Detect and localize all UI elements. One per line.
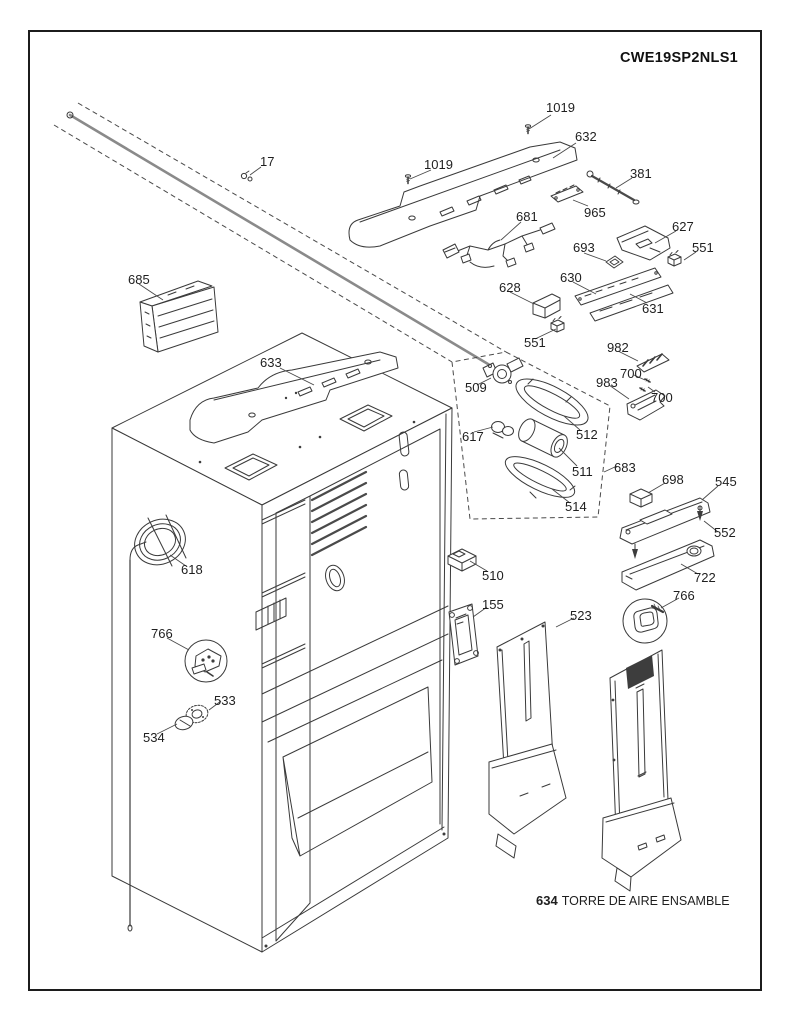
- callout-617: 617: [462, 429, 484, 444]
- callout-618: 618: [181, 562, 203, 577]
- arrow-552-markers: [632, 505, 703, 559]
- part-514-trough: [504, 456, 576, 499]
- callout-381: 381: [630, 166, 652, 181]
- tube-corridor-dashed-outline: [53, 102, 507, 369]
- callout-632: 632: [575, 129, 597, 144]
- cabinet-left-face: [111, 427, 263, 953]
- callout-631: 631: [642, 301, 664, 316]
- callout-628: 628: [499, 280, 521, 295]
- callout-700-upper: 700: [620, 366, 642, 381]
- part-511-drum: [518, 418, 568, 458]
- evaporator-ribs: [310, 470, 368, 557]
- callout-693: 693: [573, 240, 595, 255]
- callout-965: 965: [584, 205, 606, 220]
- callout-681: 681: [516, 209, 538, 224]
- part-632-bracket: [348, 141, 578, 248]
- callout-551-lower: 551: [524, 335, 546, 350]
- leader-lines: [138, 114, 719, 735]
- screw-1019-mid: [404, 173, 412, 185]
- part-509-fitting: [482, 357, 524, 384]
- part-631-cover: [589, 284, 674, 322]
- water-tube: [68, 113, 495, 369]
- callout-766-left: 766: [151, 626, 173, 641]
- callout-509: 509: [465, 380, 487, 395]
- callout-982: 982: [607, 340, 629, 355]
- part-698-box: [629, 488, 653, 508]
- cabinet-drawing: [111, 332, 453, 953]
- part-551-lower: [550, 316, 565, 333]
- air-tower-634-drawing: [601, 649, 682, 892]
- part-983-bracket: [626, 389, 666, 421]
- callout-630: 630: [560, 270, 582, 285]
- part-693-sensor: [605, 255, 624, 269]
- callout-627: 627: [672, 219, 694, 234]
- callout-685: 685: [128, 272, 150, 287]
- part-523-duct-panel: [488, 621, 567, 859]
- part-722-cover: [621, 539, 715, 591]
- callout-683: 683: [614, 460, 636, 475]
- part-628-bracket: [532, 293, 561, 319]
- callout-512: 512: [576, 427, 598, 442]
- callout-766-right: 766: [673, 588, 695, 603]
- callout-523: 523: [570, 608, 592, 623]
- callout-633: 633: [260, 355, 282, 370]
- screw-700-lower: [639, 386, 646, 393]
- part-545-rail: [619, 497, 711, 545]
- part-982-board: [636, 353, 670, 373]
- part-685-duct-cover: [139, 280, 219, 353]
- air-tower-caption-text: TORRE DE AIRE ENSAMBLE: [561, 894, 730, 908]
- part-766-right-detail: [622, 598, 668, 644]
- callout-533: 533: [214, 693, 236, 708]
- part-512-loop: [515, 378, 589, 426]
- part-627-bracket: [616, 225, 671, 261]
- callout-1019-top: 1019: [546, 100, 575, 115]
- part-617-clamp: [491, 421, 514, 439]
- callout-514: 514: [565, 499, 587, 514]
- callout-534: 534: [143, 730, 165, 745]
- callout-551-right: 551: [692, 240, 714, 255]
- callout-511: 511: [572, 464, 593, 479]
- model-number: CWE19SP2NLS1: [620, 50, 739, 66]
- part-681-wire-harness: [442, 222, 556, 268]
- callout-17: 17: [260, 154, 275, 169]
- part-155-board: [448, 603, 479, 666]
- part-965-board: [550, 184, 584, 203]
- callout-722: 722: [694, 570, 716, 585]
- callout-983: 983: [596, 375, 618, 390]
- callout-155: 155: [482, 597, 504, 612]
- callout-1019-mid: 1019: [424, 157, 453, 172]
- screw-1019-top: [524, 123, 532, 135]
- part-510-bracket: [447, 548, 477, 572]
- part-633-bracket: [189, 351, 399, 444]
- part-381-rod: [586, 170, 640, 205]
- callout-700-lower: 700: [651, 390, 673, 405]
- callout-510: 510: [482, 568, 504, 583]
- part-551-right: [667, 250, 682, 267]
- callout-552: 552: [714, 525, 736, 540]
- part-630-control-board: [574, 267, 662, 306]
- callout-698: 698: [662, 472, 684, 487]
- air-tower-caption-number: 634: [536, 893, 558, 908]
- screw-700-upper: [644, 377, 651, 384]
- dashed-assembly-box-683: [451, 351, 611, 520]
- part-618-coil: [127, 514, 187, 932]
- callout-545: 545: [715, 474, 737, 489]
- part-17-screw: [240, 170, 253, 182]
- part-766-left-detail: [184, 639, 228, 683]
